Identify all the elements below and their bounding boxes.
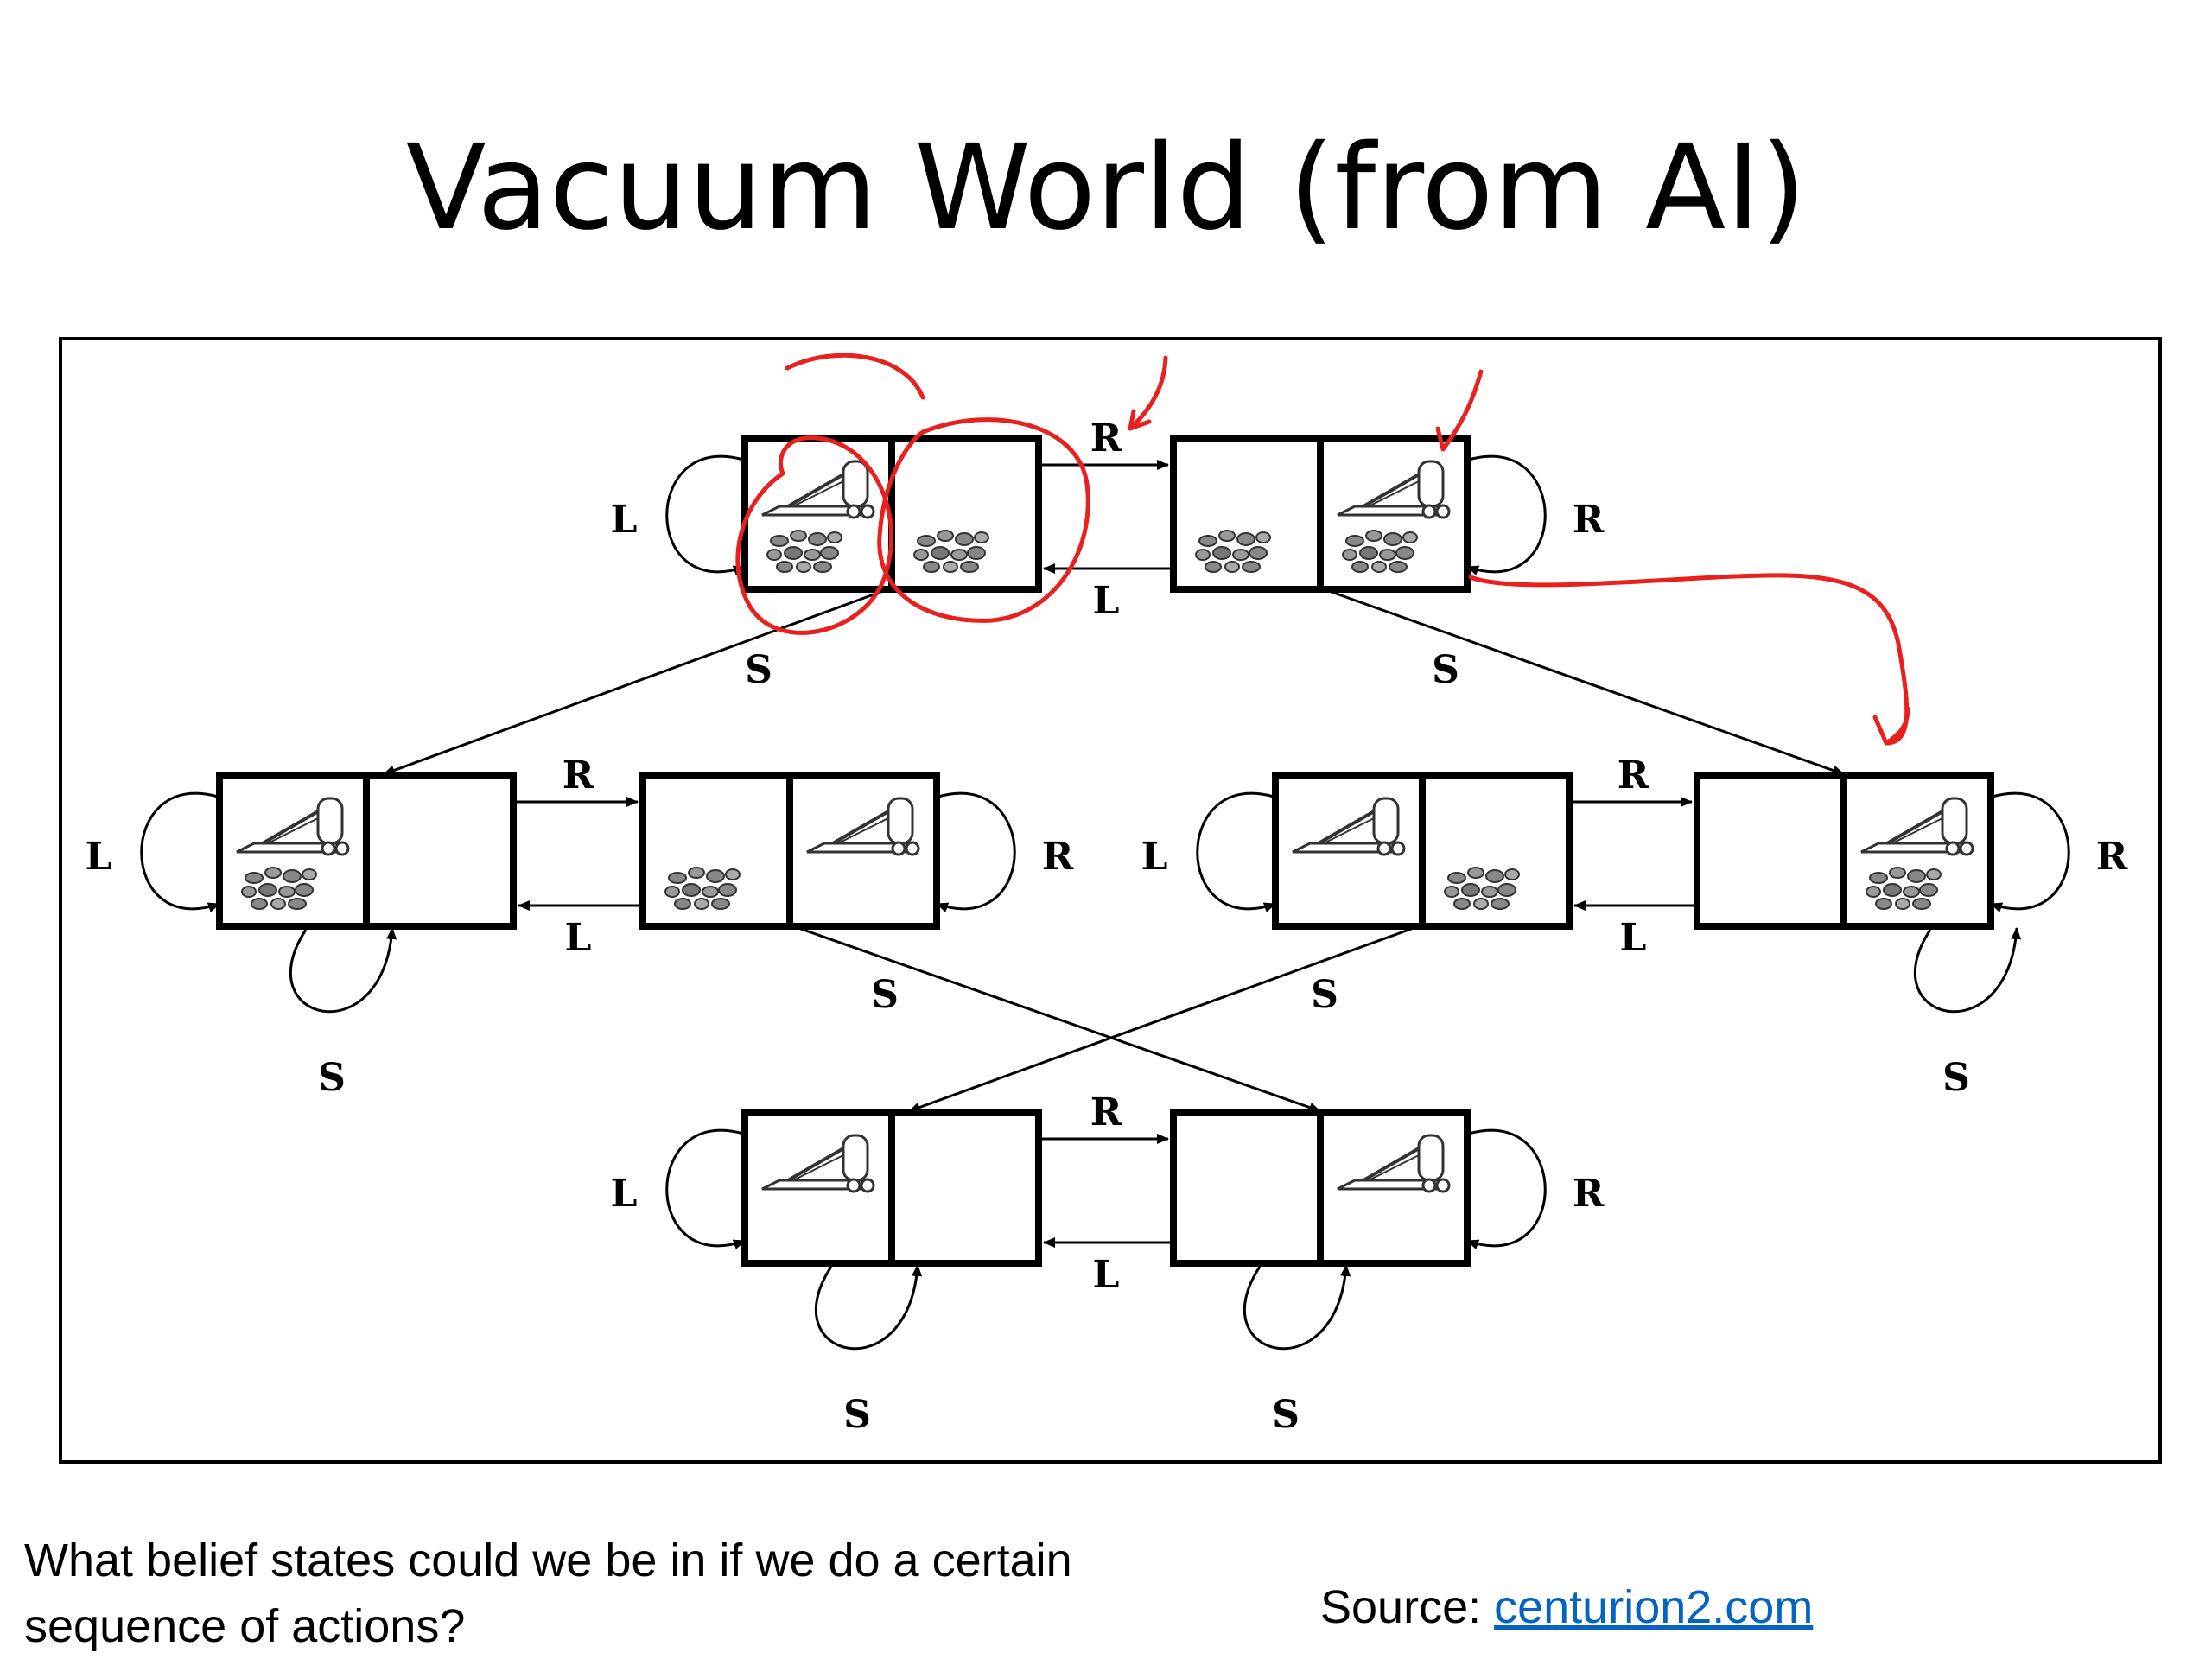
state-6 xyxy=(639,772,940,930)
state-2 xyxy=(1170,435,1471,593)
self-loop-right xyxy=(1990,791,2070,912)
self-loop-left xyxy=(665,454,746,575)
edge-suck xyxy=(798,926,1321,1113)
self-loop-suck xyxy=(814,1264,923,1351)
edge-suck xyxy=(908,926,1414,1113)
slide-title: Vacuum World (from AI) xyxy=(405,120,1807,257)
label-suck: S xyxy=(1432,648,1459,692)
annotation-check-r-arrow xyxy=(1128,355,1168,431)
state-7 xyxy=(741,1109,1042,1267)
label-suck: S xyxy=(745,648,772,692)
annotation-circle-right-square xyxy=(877,417,1090,623)
label-suck: S xyxy=(1272,1393,1300,1437)
state-4 xyxy=(1694,772,1994,930)
label-suck: S xyxy=(318,1056,346,1100)
state-space-diagram: R L R L R L R L L L L L R R R R S S S S S S S S xyxy=(59,337,2162,1464)
question-text: What belief states could we be in if we … xyxy=(24,1535,1072,1652)
edge-suck xyxy=(383,589,884,776)
label-left: L xyxy=(565,916,592,960)
source-credit: Source: centurion2.com xyxy=(1320,1574,1813,1640)
label-right: R xyxy=(1090,416,1122,461)
label-left: L xyxy=(1620,916,1647,960)
label-left: L xyxy=(611,1172,638,1216)
label-suck: S xyxy=(871,973,899,1017)
label-suck: S xyxy=(843,1393,871,1437)
label-right: R xyxy=(563,753,594,798)
handwritten-annotations xyxy=(735,353,1910,746)
label-left: L xyxy=(1093,1253,1120,1297)
self-loop-suck xyxy=(1913,927,2022,1014)
label-left: L xyxy=(1093,579,1120,623)
label-right: R xyxy=(2096,835,2128,879)
annotation-arrow-to-dirty-clean-state xyxy=(1468,573,1910,746)
label-right: R xyxy=(1573,498,1605,542)
state-8 xyxy=(1170,1109,1471,1267)
label-right: R xyxy=(1618,753,1649,798)
label-right: R xyxy=(1042,835,1074,879)
label-suck: S xyxy=(1942,1056,1970,1100)
action-labels: R L R L R L R L L L L L R R R R S S S S S S S S xyxy=(86,416,2128,1437)
state-nodes xyxy=(216,435,1994,1267)
left-square xyxy=(1170,1109,1324,1267)
label-suck: S xyxy=(1311,973,1338,1017)
annotation-scribble-top xyxy=(785,353,925,400)
self-loop-right xyxy=(1466,1128,1547,1249)
right-square xyxy=(363,772,517,930)
self-loop-suck xyxy=(289,927,397,1014)
self-loop-right xyxy=(936,791,1016,912)
self-loop-right xyxy=(1466,454,1547,575)
source-link[interactable]: centurion2.com xyxy=(1494,1581,1814,1633)
left-square xyxy=(1694,772,1847,930)
annotation-circle-left-square xyxy=(735,435,893,635)
transition-edges xyxy=(140,454,2070,1351)
label-right: R xyxy=(1090,1090,1122,1135)
source-label: Source: xyxy=(1320,1581,1495,1633)
self-loop-suck xyxy=(1243,1264,1351,1351)
label-left: L xyxy=(611,498,638,542)
self-loop-left xyxy=(140,791,220,912)
state-3 xyxy=(1272,772,1573,930)
label-left: L xyxy=(1141,835,1168,879)
edge-suck xyxy=(1328,589,1845,776)
self-loop-left xyxy=(665,1128,746,1249)
state-5 xyxy=(216,772,517,930)
state-1 xyxy=(741,435,1042,593)
right-square xyxy=(888,1109,1042,1267)
label-left: L xyxy=(86,835,112,879)
annotation-check-right-state xyxy=(1435,369,1484,452)
label-right: R xyxy=(1573,1172,1605,1216)
self-loop-left xyxy=(1196,791,1276,912)
